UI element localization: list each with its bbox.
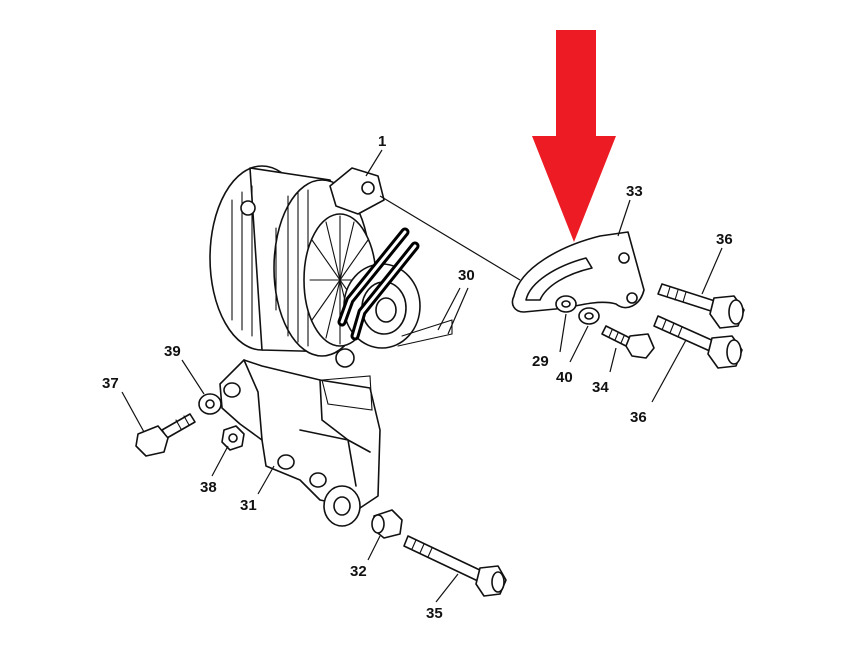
adjusting-bracket (511, 231, 645, 313)
callout-33: 33 (626, 183, 643, 200)
nut-38 (221, 425, 245, 451)
cooling-fins (231, 185, 309, 347)
alternator (209, 165, 421, 368)
leader-lines (121, 149, 723, 603)
callout-29: 29 (532, 353, 549, 370)
callout-36-lower: 36 (630, 409, 647, 426)
v-belt (337, 227, 453, 347)
bolt-36-upper (657, 283, 745, 329)
callout-34: 34 (592, 379, 609, 396)
bolt-37 (135, 413, 196, 457)
callout-38: 38 (200, 479, 217, 496)
callout-37: 37 (102, 375, 119, 392)
callout-39: 39 (164, 343, 181, 360)
fan-blades (309, 215, 371, 345)
callout-30: 30 (458, 267, 475, 284)
red-pointer-arrow (532, 30, 616, 242)
washer-40 (578, 307, 600, 325)
bolt-35 (403, 535, 507, 597)
callout-36-upper: 36 (716, 231, 733, 248)
callout-1: 1 (378, 133, 386, 150)
washer-29 (555, 295, 577, 313)
bushing-32 (323, 485, 403, 539)
callout-labels: 1 29 30 31 32 33 34 35 36 36 37 38 39 40 (102, 133, 733, 622)
callout-31: 31 (240, 497, 257, 514)
washer-39 (198, 393, 222, 415)
callout-35: 35 (426, 605, 443, 622)
bolt-36-lower (653, 315, 743, 369)
callout-32: 32 (350, 563, 367, 580)
callout-40: 40 (556, 369, 573, 386)
bolt-34 (601, 325, 655, 359)
